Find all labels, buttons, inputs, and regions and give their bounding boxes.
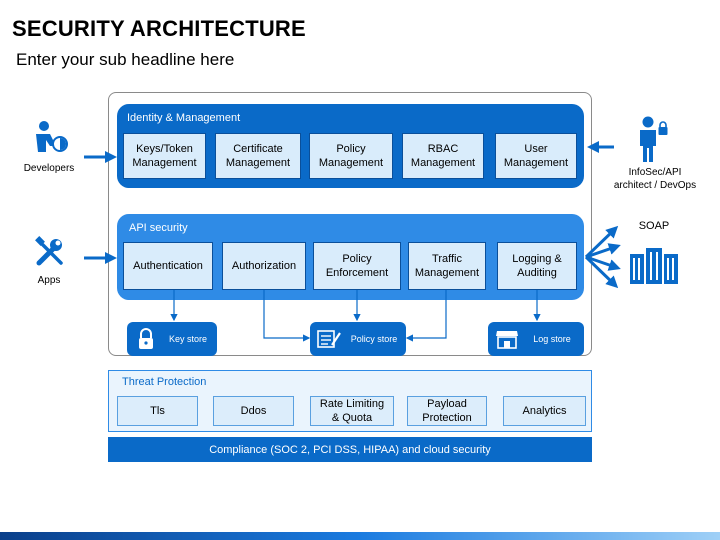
keys-token-management-box: Keys/Token Management bbox=[123, 133, 206, 179]
policy-doc-icon bbox=[316, 326, 342, 352]
key-store: Key store bbox=[127, 322, 217, 356]
analytics-box: Analytics bbox=[503, 396, 586, 426]
policy-enforcement-box: Policy Enforcement bbox=[313, 242, 401, 290]
store-icon bbox=[494, 326, 520, 352]
soap-label: SOAP bbox=[638, 220, 670, 232]
key-store-label: Key store bbox=[168, 334, 208, 344]
server-icon bbox=[628, 246, 682, 291]
identity-panel-label: Identity & Management bbox=[127, 112, 241, 124]
tools-icon bbox=[34, 236, 66, 273]
authentication-box: Authentication bbox=[123, 242, 213, 290]
apps-label: Apps bbox=[37, 275, 61, 286]
footer-bar bbox=[0, 532, 720, 540]
developers-label: Developers bbox=[23, 163, 75, 174]
log-store-label: Log store bbox=[533, 334, 571, 344]
policy-management-box: Policy Management bbox=[309, 133, 393, 179]
lock-icon bbox=[133, 326, 159, 352]
ddos-box: Ddos bbox=[213, 396, 294, 426]
log-store: Log store bbox=[488, 322, 584, 356]
infosec-label: InfoSec/API architect / DevOps bbox=[613, 167, 697, 191]
developer-icon bbox=[32, 120, 68, 159]
threat-protection-label: Threat Protection bbox=[122, 376, 207, 388]
logging-auditing-box: Logging & Auditing bbox=[497, 242, 577, 290]
certificate-management-box: Certificate Management bbox=[215, 133, 301, 179]
tls-box: Tls bbox=[117, 396, 198, 426]
compliance-bar: Compliance (SOC 2, PCI DSS, HIPAA) and c… bbox=[108, 437, 592, 462]
policy-store: Policy store bbox=[310, 322, 406, 356]
security-person-icon bbox=[636, 116, 670, 169]
rate-limiting-box: Rate Limiting & Quota bbox=[310, 396, 394, 426]
page-title: SECURITY ARCHITECTURE bbox=[12, 16, 306, 41]
api-security-label: API security bbox=[129, 222, 188, 234]
payload-protection-box: Payload Protection bbox=[407, 396, 487, 426]
traffic-management-box: Traffic Management bbox=[408, 242, 486, 290]
authorization-box: Authorization bbox=[222, 242, 306, 290]
rbac-management-box: RBAC Management bbox=[402, 133, 484, 179]
policy-store-label: Policy store bbox=[350, 334, 398, 344]
page-subtitle: Enter your sub headline here bbox=[16, 50, 235, 69]
user-management-box: User Management bbox=[495, 133, 577, 179]
